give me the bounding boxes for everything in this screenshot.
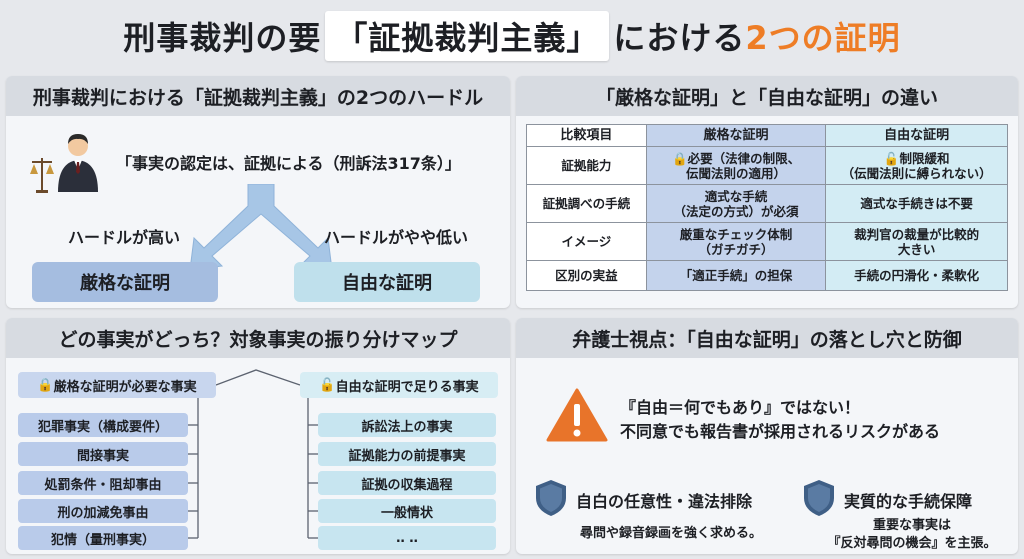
table-row: 証拠能力 🔒必要（法律の制限、 伝聞法則の適用） 🔓制限緩和 （伝聞法則に縛られ… (526, 146, 1008, 185)
defense-panel: 弁護士視点：「自由な証明」の落とし穴と防御 『自由＝何でもあり』ではない！ 不同… (516, 318, 1018, 554)
strict-cell: 「適正手続」の担保 (645, 260, 827, 291)
mapping-panel: どの事実がどっち？対象事実の振り分けマップ 🔒 厳格な証明が必要な事実 🔓 自由… (6, 318, 510, 554)
mapping-panel-title: どの事実がどっち？対象事実の振り分けマップ (6, 318, 510, 358)
strict-proof-box: 厳格な証明 (32, 262, 218, 302)
article-317-quote: 「事実の認定は、証拠による（刑訴法317条）」 (116, 154, 461, 173)
free-cell: 裁判官の裁量が比較的 大きい (825, 222, 1008, 261)
list-item: ‥ ‥ (318, 526, 496, 550)
lock-icon: 🔒 (672, 150, 688, 166)
procedural-guarantee-title: 実質的な手続保障 (844, 492, 973, 511)
list-item: 間接事実 (18, 442, 188, 466)
row-item: 区別の実益 (526, 260, 647, 291)
warning-line-2: 不同意でも報告書が採用されるリスクがある (620, 422, 941, 441)
list-item: 証拠の収集過程 (318, 471, 496, 495)
table-header-cell: 比較項目 (526, 124, 647, 147)
free-facts-heading: 🔓 自由な証明で足りる事実 (300, 372, 498, 398)
strict-cell: 🔒必要（法律の制限、 伝聞法則の適用） (645, 146, 827, 185)
strict-cell: 適式な手続 （法定の方式）が必須 (645, 184, 827, 223)
title-highlight: 「証拠裁判主義」 (325, 11, 610, 61)
hurdle-low-label: ハードルがやや低い (324, 228, 469, 247)
free-proof-box: 自由な証明 (294, 262, 480, 302)
list-item: 一般情状 (318, 499, 496, 523)
procedural-guarantee-body-1: 重要な事実は (872, 518, 951, 533)
free-cell: 適式な手続きは不要 (825, 184, 1008, 223)
row-item: イメージ (526, 222, 647, 261)
strict-cell: 厳重なチェック体制 （ガチガチ） (645, 222, 827, 261)
voluntariness-body: 尋問や録音録画を強く求める。 (579, 526, 762, 541)
defense-panel-title: 弁護士視点：「自由な証明」の落とし穴と防御 (516, 318, 1018, 358)
hurdle-high-label: ハードルが高い (68, 228, 181, 247)
unlock-icon: 🔓 (319, 377, 336, 393)
procedural-guarantee-body-2: 『反対尋問の機会』を主張。 (827, 536, 997, 551)
table-header-cell: 自由な証明 (825, 124, 1008, 147)
list-item: 刑の加減免事由 (18, 499, 188, 523)
table-header-cell: 厳格な証明 (645, 124, 827, 147)
title-pre: 刑事裁判の要 (123, 19, 322, 57)
list-item: 犯情（量刑事実） (18, 526, 188, 550)
title-accent: 2つの証明 (745, 19, 901, 57)
row-item: 証拠調べの手続 (526, 184, 647, 223)
hurdles-panel: 刑事裁判における「証拠裁判主義」の2つのハードル 「事実の認定は、証拠による（刑… (6, 76, 510, 308)
free-cell: 🔓制限緩和 （伝聞法則に縛られない） (825, 146, 1008, 185)
table-header-row: 比較項目 厳格な証明 自由な証明 (526, 124, 1008, 147)
strict-facts-heading: 🔒 厳格な証明が必要な事実 (18, 372, 216, 398)
row-item: 証拠能力 (526, 146, 647, 185)
unlock-icon: 🔓 (883, 150, 900, 166)
list-item: 訴訟法上の事実 (318, 413, 496, 437)
free-cell: 手続の円滑化・柔軟化 (825, 260, 1008, 291)
list-item: 処罰条件・阻却事由 (18, 471, 188, 495)
hurdles-panel-title: 刑事裁判における「証拠裁判主義」の2つのハードル (6, 76, 510, 116)
voluntariness-title: 自白の任意性・違法排除 (576, 492, 753, 511)
split-arrow-icon (189, 184, 333, 270)
table-row: イメージ 厳重なチェック体制 （ガチガチ） 裁判官の裁量が比較的 大きい (526, 222, 1008, 261)
page-title: 刑事裁判の要 「証拠裁判主義」 における 2つの証明 (0, 0, 1024, 72)
comparison-table: 比較項目 厳格な証明 自由な証明 証拠能力 🔒必要（法律の制限、 伝聞法則の適用… (526, 124, 1008, 291)
title-mid: における (613, 19, 746, 57)
table-row: 区別の実益 「適正手続」の担保 手続の円滑化・柔軟化 (526, 260, 1008, 291)
shield-icon (804, 480, 834, 516)
warning-icon (546, 388, 608, 442)
table-row: 証拠調べの手続 適式な手続 （法定の方式）が必須 適式な手続きは不要 (526, 184, 1008, 223)
comparison-panel-title: 「厳格な証明」と「自由な証明」の違い (516, 76, 1018, 116)
judge-icon (30, 134, 98, 193)
lock-icon: 🔒 (37, 377, 54, 393)
list-item: 証拠能力の前提事実 (318, 442, 496, 466)
list-item: 犯罪事実（構成要件） (18, 413, 188, 437)
warning-line-1: 『自由＝何でもあり』ではない！ (620, 398, 861, 417)
comparison-panel: 「厳格な証明」と「自由な証明」の違い 比較項目 厳格な証明 自由な証明 証拠能力… (516, 76, 1018, 308)
shield-icon (536, 480, 566, 516)
